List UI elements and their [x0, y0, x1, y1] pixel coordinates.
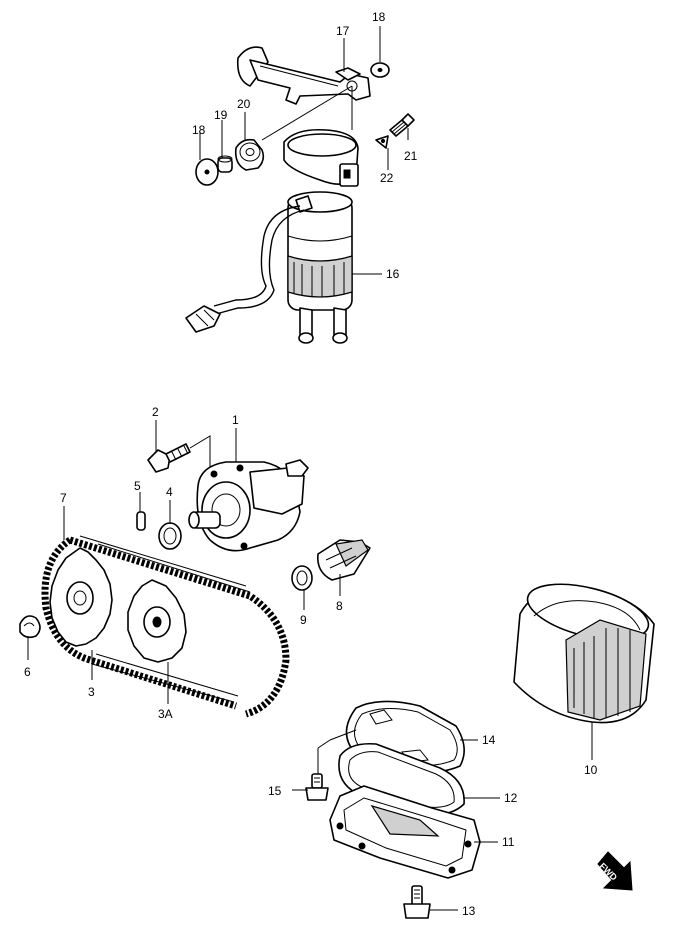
callout-19: 19: [214, 108, 228, 122]
oil-pump: [188, 459, 309, 552]
oil-filter: [513, 583, 655, 724]
callout-12: 12: [504, 791, 518, 805]
callout-5: 5: [134, 479, 141, 493]
collar: [217, 155, 233, 173]
callout-numbers: 17 18 18 19 20 21 22 16 1 2 4 5 7 6 3 3A…: [24, 10, 598, 918]
forward-direction-arrow: FWD: [597, 851, 633, 891]
bolt-2: [147, 435, 211, 473]
callout-15: 15: [268, 784, 282, 798]
washer-left: [195, 158, 219, 186]
callout-20: 20: [237, 97, 251, 111]
callout-8: 8: [336, 599, 343, 613]
bolt-13: [403, 885, 431, 919]
callout-10: 10: [584, 763, 598, 777]
pump-wire-harness: [185, 205, 305, 333]
callout-3: 3: [88, 685, 95, 699]
callout-21: 21: [404, 149, 418, 163]
pump-band-clamp: [283, 128, 359, 187]
callout-13: 13: [462, 904, 476, 918]
callout-11: 11: [502, 835, 515, 849]
nut-22: [375, 135, 389, 149]
relief-valve: [316, 539, 371, 581]
bolt-21: [389, 113, 415, 137]
callout-4: 4: [166, 485, 173, 499]
bolt-15: [305, 773, 329, 801]
callout-9: 9: [300, 613, 307, 627]
mount-guide-lines: [261, 85, 353, 141]
leader-lines: [27, 26, 593, 911]
callout-16: 16: [386, 267, 400, 281]
drive-chain: [41, 535, 290, 718]
dowel-pin: [136, 511, 146, 531]
callout-7: 7: [60, 491, 67, 505]
callout-1: 1: [232, 413, 239, 427]
cushion: [234, 138, 265, 171]
fuel-pump-bracket: [236, 46, 371, 105]
oil-pan: [329, 785, 481, 879]
washer-top: [370, 62, 390, 78]
o-ring-9: [291, 565, 313, 591]
callout-17: 17: [336, 24, 350, 38]
callout-22: 22: [380, 171, 394, 185]
callout-6: 6: [24, 665, 31, 679]
sprocket-3: [49, 547, 113, 647]
callout-18-left: 18: [192, 123, 206, 137]
callout-3a: 3A: [158, 707, 173, 721]
o-ring-4: [158, 522, 182, 550]
circlip: [19, 615, 41, 639]
callout-2: 2: [152, 405, 159, 419]
sprocket-3a: [127, 579, 187, 663]
callout-18-top: 18: [372, 10, 386, 24]
callout-14: 14: [482, 733, 496, 747]
fuel-pump: [287, 191, 353, 344]
